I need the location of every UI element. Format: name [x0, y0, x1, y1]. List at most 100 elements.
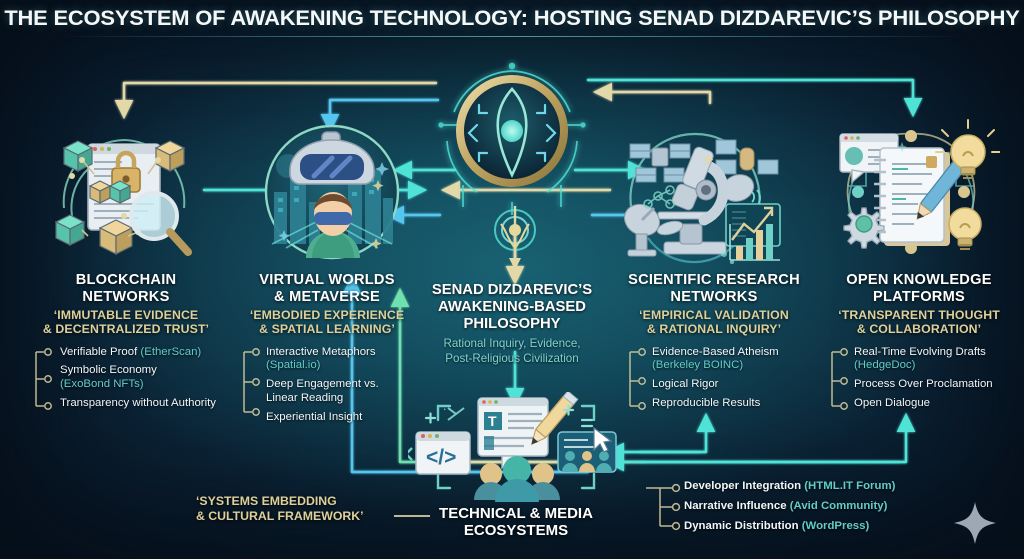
bullet-label-2: Linear Reading: [266, 392, 344, 405]
satellite-1: [629, 143, 691, 183]
microscope-satellite-research-icon: [623, 132, 781, 265]
bullet-label: Real-Time Evolving Drafts: [854, 345, 986, 358]
bullet-label: Reproducible Results: [652, 397, 761, 410]
bullet-paren: (HedgeDoc): [854, 359, 916, 372]
cube-teal-3: [54, 214, 86, 246]
center-emblem: [433, 57, 591, 220]
bar-chart: [729, 224, 780, 261]
science-heading-2: NETWORKS: [670, 288, 758, 305]
blockchain-bullet-2: Symbolic Economy (ExoBond NFTs): [60, 364, 240, 392]
bullet-label: Interactive Metaphors: [266, 345, 376, 358]
gear-icon: [843, 207, 885, 249]
media-bullet-3: Dynamic Distribution (WordPress): [684, 520, 984, 534]
lightbulb-top: [935, 119, 1001, 179]
microscope: [656, 146, 729, 255]
notepad-pencil-lightbulb-icon: [839, 119, 1001, 254]
bullet-paren: (Avid Community): [789, 499, 888, 512]
openknowledge-icon-group: [822, 112, 1001, 269]
bullet-label: Open Dialogue: [854, 397, 930, 410]
bullet-label: Experiential Insight: [266, 411, 363, 424]
science-heading-1: SCIENTIFIC RESEARCH: [628, 272, 800, 288]
virtualworlds-icon-group: [256, 118, 408, 271]
media-heading-1: TECHNICAL & MEDIA: [439, 505, 593, 522]
awakening-eye-emblem-icon: [438, 62, 586, 215]
bullet-label: Transparency without Authority: [60, 397, 216, 410]
bullet-label: Verifiable Proof: [60, 345, 138, 358]
svg-text:T: T: [488, 413, 497, 429]
arrow-science-to-center: [592, 82, 712, 105]
center-heading-line-3: PHILOSOPHY: [463, 316, 561, 333]
arrow-media-to-openknowledge: [638, 412, 916, 464]
center-heading-line-2: AWAKENING-BASED: [438, 299, 586, 316]
science-icon-group: [612, 112, 782, 269]
bullet-label: Process Over Proclamation: [854, 378, 993, 391]
media-heading-2: ECOSYSTEMS: [463, 522, 569, 540]
open-tagline-2: & COLLABORATION’: [856, 322, 982, 337]
svg-text:··: ··: [442, 405, 453, 415]
openknowledge-column: OPEN KNOWLEDGE PLATFORMS ‘TRANSPARENT TH…: [818, 272, 1020, 416]
blockchain-heading-2: NETWORKS: [82, 288, 170, 305]
blockchain-tagline-1: ‘IMMUTABLE EVIDENCE: [53, 308, 199, 323]
four-point-sparkle-icon: [954, 502, 996, 544]
blockchain-document-lock-icon: [54, 138, 192, 256]
center-heading-block: SENAD DIZDAREVIC’S AWAKENING-BASED PHILO…: [382, 282, 642, 366]
media-bullet-1: Developer Integration (HTML.IT Forum): [684, 480, 984, 494]
cube-gold-2: [88, 180, 112, 204]
bullet-label: Dynamic Distribution: [684, 519, 799, 532]
science-tagline-1: ‘EMPIRICAL VALIDATION: [639, 308, 789, 323]
vr-heading-1: VIRTUAL WORLDS: [259, 272, 395, 288]
cube-teal-2: [108, 180, 132, 204]
sparkle-decoration: [952, 500, 998, 551]
bullet-label: Symbolic Economy: [60, 364, 157, 377]
open-heading-1: OPEN KNOWLEDGE: [846, 272, 992, 288]
bullet-label: Developer Integration: [684, 480, 802, 492]
media-icon-group: ·· </> T: [404, 390, 624, 511]
vr-bullet-3: Experiential Insight: [266, 411, 422, 425]
arrow-center-to-blockchain: [114, 81, 438, 120]
science-bullet-1: Evidence-Based Atheism (Berkeley BOINC): [652, 346, 820, 374]
open-bullet-1: Real-Time Evolving Drafts (HedgeDoc): [854, 346, 1020, 374]
satellite-2: [715, 139, 779, 175]
open-heading-2: PLATFORMS: [873, 288, 965, 305]
science-column: SCIENTIFIC RESEARCH NETWORKS ‘EMPIRICAL …: [608, 272, 820, 416]
media-tagline: ‘SYSTEMS EMBEDDING & CULTURAL FRAMEWORK’: [196, 494, 406, 524]
vr-bullet-1: Interactive Metaphors (Spatial.io): [266, 346, 422, 374]
lightbulb-bottom: [948, 207, 982, 250]
title-divider: [60, 36, 964, 37]
vr-tagline-1: ‘EMBODIED EXPERIENCE: [249, 308, 405, 323]
center-subtitle-line-2: Post-Religious Civilization: [445, 351, 579, 365]
blockchain-icon-group: [42, 112, 206, 267]
cube-gold-3: [98, 219, 134, 255]
blockchain-heading-1: BLOCKCHAIN: [75, 272, 177, 288]
bullet-paren: (WordPress): [801, 519, 870, 532]
cube-gold-1: [154, 140, 186, 172]
center-sub-emblem: [487, 204, 543, 279]
awakening-arrow-emblem-icon: [494, 206, 536, 270]
svg-text:</>: </>: [426, 446, 456, 469]
media-tagline-2: & CULTURAL FRAMEWORK’: [196, 508, 364, 523]
arrow-center-to-virtualworlds: [320, 98, 440, 134]
code-window-people-media-icon: ·· </> T: [404, 390, 617, 502]
science-bullet-2: Logical Rigor: [652, 378, 820, 392]
science-tagline-2: & RATIONAL INQUIRY’: [646, 322, 782, 337]
blockchain-bullet-1: Verifiable Proof (EtherScan): [60, 346, 240, 360]
vr-heading-2: & METAVERSE: [274, 288, 380, 305]
open-bullet-2: Process Over Proclamation: [854, 378, 1020, 392]
open-tagline-1: ‘TRANSPARENT THOUGHT: [838, 308, 1000, 323]
bullet-label: Evidence-Based Atheism: [652, 345, 779, 358]
media-bullet-list: Developer Integration (HTML.IT Forum) Na…: [684, 480, 984, 540]
center-subtitle-line-1: Rational Inquiry, Evidence,: [443, 337, 581, 351]
vr-headset-metaverse-icon: [264, 124, 400, 260]
bullet-paren: (EtherScan): [140, 345, 202, 358]
media-heading-block: TECHNICAL & MEDIA ECOSYSTEMS: [396, 505, 636, 540]
center-heading-line-1: SENAD DIZDAREVIC’S: [431, 282, 593, 298]
page-title: THE ECOSYSTEM OF AWAKENING TECHNOLOGY: H…: [4, 6, 1020, 30]
arrow-media-to-science: [638, 412, 716, 454]
bullet-paren: (ExoBond NFTs): [60, 378, 144, 391]
open-bullet-3: Open Dialogue: [854, 397, 1020, 411]
bullet-label: Logical Rigor: [652, 378, 719, 391]
bullet-label: Deep Engagement vs.: [266, 378, 379, 391]
bullet-brackets: [35, 348, 848, 531]
blockchain-tagline-2: & DECENTRALIZED TRUST’: [42, 322, 210, 337]
